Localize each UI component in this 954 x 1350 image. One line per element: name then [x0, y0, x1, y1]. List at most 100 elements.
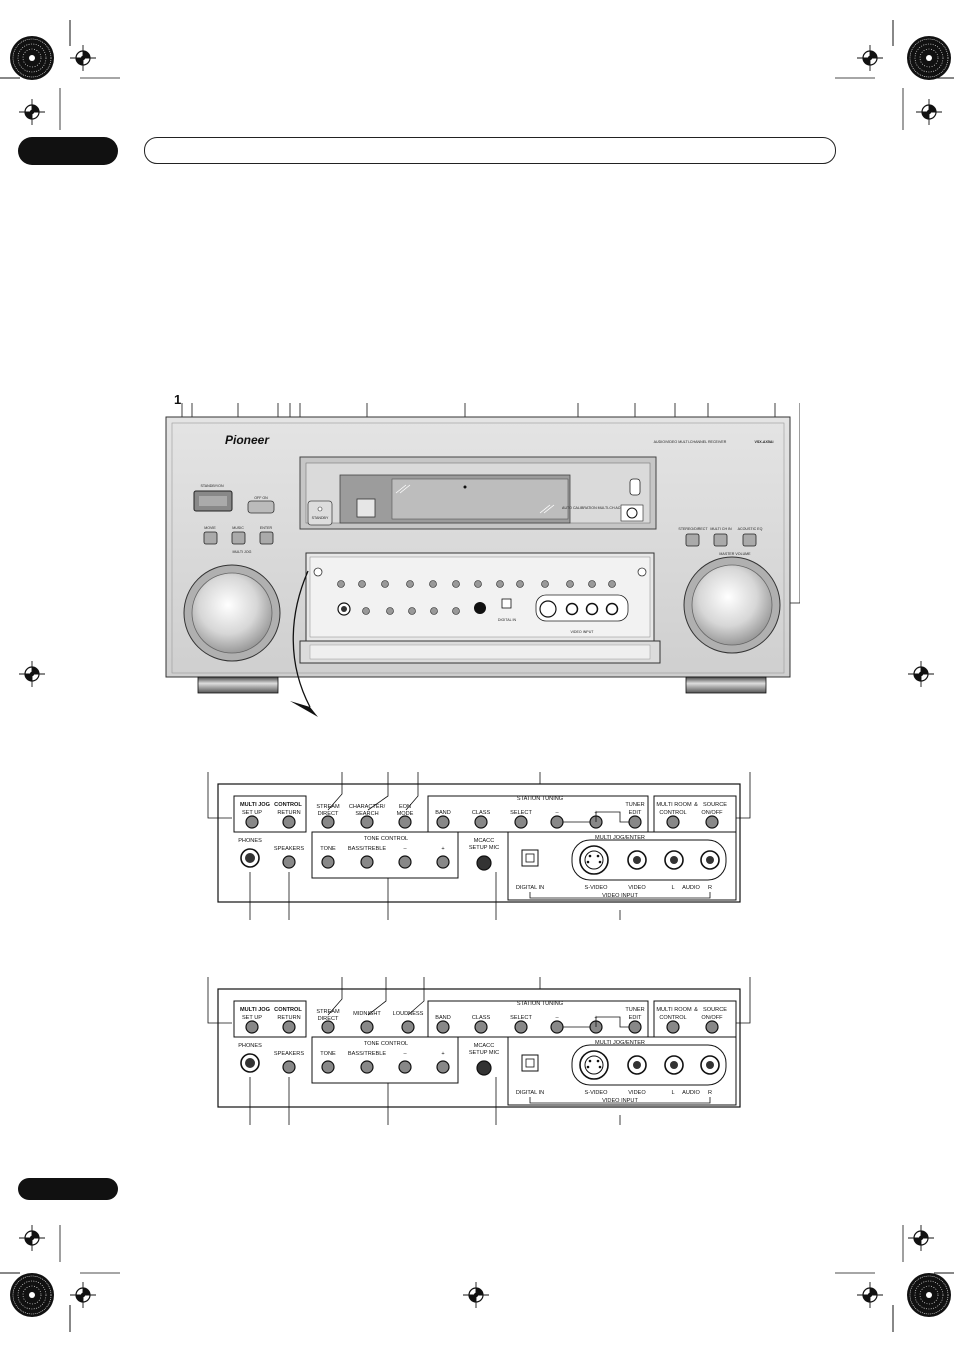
- off-on-switch[interactable]: [247, 500, 275, 514]
- footer-tab: [18, 1178, 118, 1200]
- tone-minus-button[interactable]: [398, 855, 412, 869]
- brand-logo: Pioneer: [225, 433, 270, 447]
- svg-text:R: R: [708, 1090, 712, 1096]
- multi-room-control-button[interactable]: [666, 815, 680, 829]
- return-button[interactable]: [282, 1020, 296, 1034]
- loudness-button[interactable]: [401, 1020, 415, 1034]
- eon-mode-button[interactable]: [398, 815, 412, 829]
- music-button[interactable]: [231, 531, 246, 545]
- svg-text:TUNER: TUNER: [625, 1007, 644, 1013]
- bass-treble-button[interactable]: [360, 855, 374, 869]
- front-panel-diagram-1: MULTI JOG CONTROL SET UP RETURN STREAM D…: [207, 772, 751, 920]
- midnight-button[interactable]: [360, 1020, 374, 1034]
- svg-text:–: –: [555, 1015, 559, 1021]
- setup-button[interactable]: [245, 1020, 259, 1034]
- svg-text:DIRECT: DIRECT: [318, 811, 339, 817]
- multi-room-control-button[interactable]: [666, 1020, 680, 1034]
- stream-direct-button[interactable]: [321, 815, 335, 829]
- svg-text:SELECT: SELECT: [510, 1015, 532, 1021]
- svg-text:MIDNIGHT: MIDNIGHT: [353, 1011, 381, 1017]
- svg-text:CONTROL: CONTROL: [274, 802, 302, 808]
- return-button[interactable]: [282, 815, 296, 829]
- speakers-button[interactable]: [282, 855, 296, 869]
- class-button[interactable]: [474, 815, 488, 829]
- svg-text:RETURN: RETURN: [277, 1015, 300, 1021]
- source-onoff-button[interactable]: [705, 815, 719, 829]
- class-button[interactable]: [474, 1020, 488, 1034]
- enter-button[interactable]: [259, 531, 274, 545]
- tone-plus-button[interactable]: [436, 1060, 450, 1074]
- character-search-button[interactable]: [360, 815, 374, 829]
- tone-minus-button[interactable]: [398, 1060, 412, 1074]
- svg-text:AUDIO: AUDIO: [682, 885, 700, 891]
- svg-text:SPEAKERS: SPEAKERS: [274, 846, 304, 852]
- svg-text:R: R: [708, 885, 712, 891]
- tone-button[interactable]: [321, 855, 335, 869]
- source-onoff-button[interactable]: [705, 1020, 719, 1034]
- svg-text:RETURN: RETURN: [277, 810, 300, 816]
- tone-button[interactable]: [321, 1060, 335, 1074]
- svg-text:BAND: BAND: [435, 810, 451, 816]
- stereo-direct-button[interactable]: [685, 533, 700, 547]
- svg-text:SETUP MIC: SETUP MIC: [469, 1050, 499, 1056]
- svg-text:ACOUSTIC EQ: ACOUSTIC EQ: [738, 527, 763, 531]
- svg-text:CLASS: CLASS: [472, 810, 491, 816]
- band-button[interactable]: [436, 815, 450, 829]
- svg-text:TUNER: TUNER: [625, 802, 644, 808]
- svg-text:S-VIDEO: S-VIDEO: [584, 885, 608, 891]
- svg-text:L: L: [671, 1090, 674, 1096]
- mcacc-setup-mic-jack[interactable]: [476, 1060, 492, 1076]
- svg-text:CONTROL: CONTROL: [659, 1015, 686, 1021]
- select-button[interactable]: [514, 1020, 528, 1034]
- acoustic-eq-button[interactable]: [742, 533, 757, 547]
- svg-text:MULTI JOG: MULTI JOG: [233, 550, 252, 554]
- svg-text:MUSIC: MUSIC: [232, 526, 244, 530]
- svg-text:STREAM: STREAM: [316, 804, 340, 810]
- svg-text:+: +: [441, 1051, 444, 1057]
- svg-text:PHONES: PHONES: [238, 838, 262, 844]
- svg-text:STATION TUNING: STATION TUNING: [517, 796, 563, 802]
- mcacc-setup-mic-jack[interactable]: [476, 855, 492, 871]
- svg-text:ON/OFF: ON/OFF: [701, 1015, 723, 1021]
- master-volume-knob[interactable]: [691, 564, 773, 646]
- stream-direct-button[interactable]: [321, 1020, 335, 1034]
- svg-text:AUDIO: AUDIO: [682, 1090, 700, 1096]
- tone-plus-button[interactable]: [436, 855, 450, 869]
- multi-ch-in-button[interactable]: [713, 533, 728, 547]
- svg-text:–: –: [403, 846, 407, 852]
- svg-text:STATION TUNING: STATION TUNING: [517, 1001, 563, 1007]
- svg-text:STREAM: STREAM: [316, 1009, 340, 1015]
- band-button[interactable]: [436, 1020, 450, 1034]
- movie-button[interactable]: [203, 531, 218, 545]
- svg-text:VIDEO: VIDEO: [628, 1090, 646, 1096]
- svg-text:SOURCE: SOURCE: [703, 1007, 727, 1013]
- svg-text:MULTI ROOM: MULTI ROOM: [656, 802, 692, 808]
- receiver-front-illustration: Pioneer AUDIO/VIDEO MULTI-CHANNEL RECEIV…: [165, 403, 800, 717]
- svg-text:DIGITAL IN: DIGITAL IN: [516, 1090, 544, 1096]
- svg-text:TONE: TONE: [320, 846, 336, 852]
- tune-minus-button[interactable]: [550, 1020, 564, 1034]
- svg-text:CONTROL: CONTROL: [274, 1007, 302, 1013]
- select-button[interactable]: [514, 815, 528, 829]
- svg-text:TONE CONTROL: TONE CONTROL: [364, 836, 408, 842]
- svg-text:DIGITAL IN: DIGITAL IN: [516, 885, 544, 891]
- callout-number: 1: [174, 392, 182, 407]
- setup-button[interactable]: [245, 815, 259, 829]
- tuner-edit-button[interactable]: [628, 815, 642, 829]
- svg-text:CLASS: CLASS: [472, 1015, 491, 1021]
- svg-text:MCACC: MCACC: [474, 838, 495, 844]
- svg-text:ENTER: ENTER: [260, 526, 273, 530]
- svg-text:&: &: [694, 802, 698, 808]
- multi-jog-dial[interactable]: [191, 572, 273, 654]
- svg-text:CHARACTER/: CHARACTER/: [349, 804, 386, 810]
- bass-treble-button[interactable]: [360, 1060, 374, 1074]
- svg-text:S-VIDEO: S-VIDEO: [584, 1090, 608, 1096]
- svg-text:MULTI JOG/ENTER: MULTI JOG/ENTER: [595, 1040, 645, 1046]
- tune-minus-button[interactable]: [550, 815, 564, 829]
- speakers-button[interactable]: [282, 1060, 296, 1074]
- svg-text:L: L: [671, 885, 674, 891]
- svg-text:MULTI JOG: MULTI JOG: [240, 1007, 270, 1013]
- tuner-edit-button[interactable]: [628, 1020, 642, 1034]
- svg-text:DIGITAL IN: DIGITAL IN: [498, 618, 517, 622]
